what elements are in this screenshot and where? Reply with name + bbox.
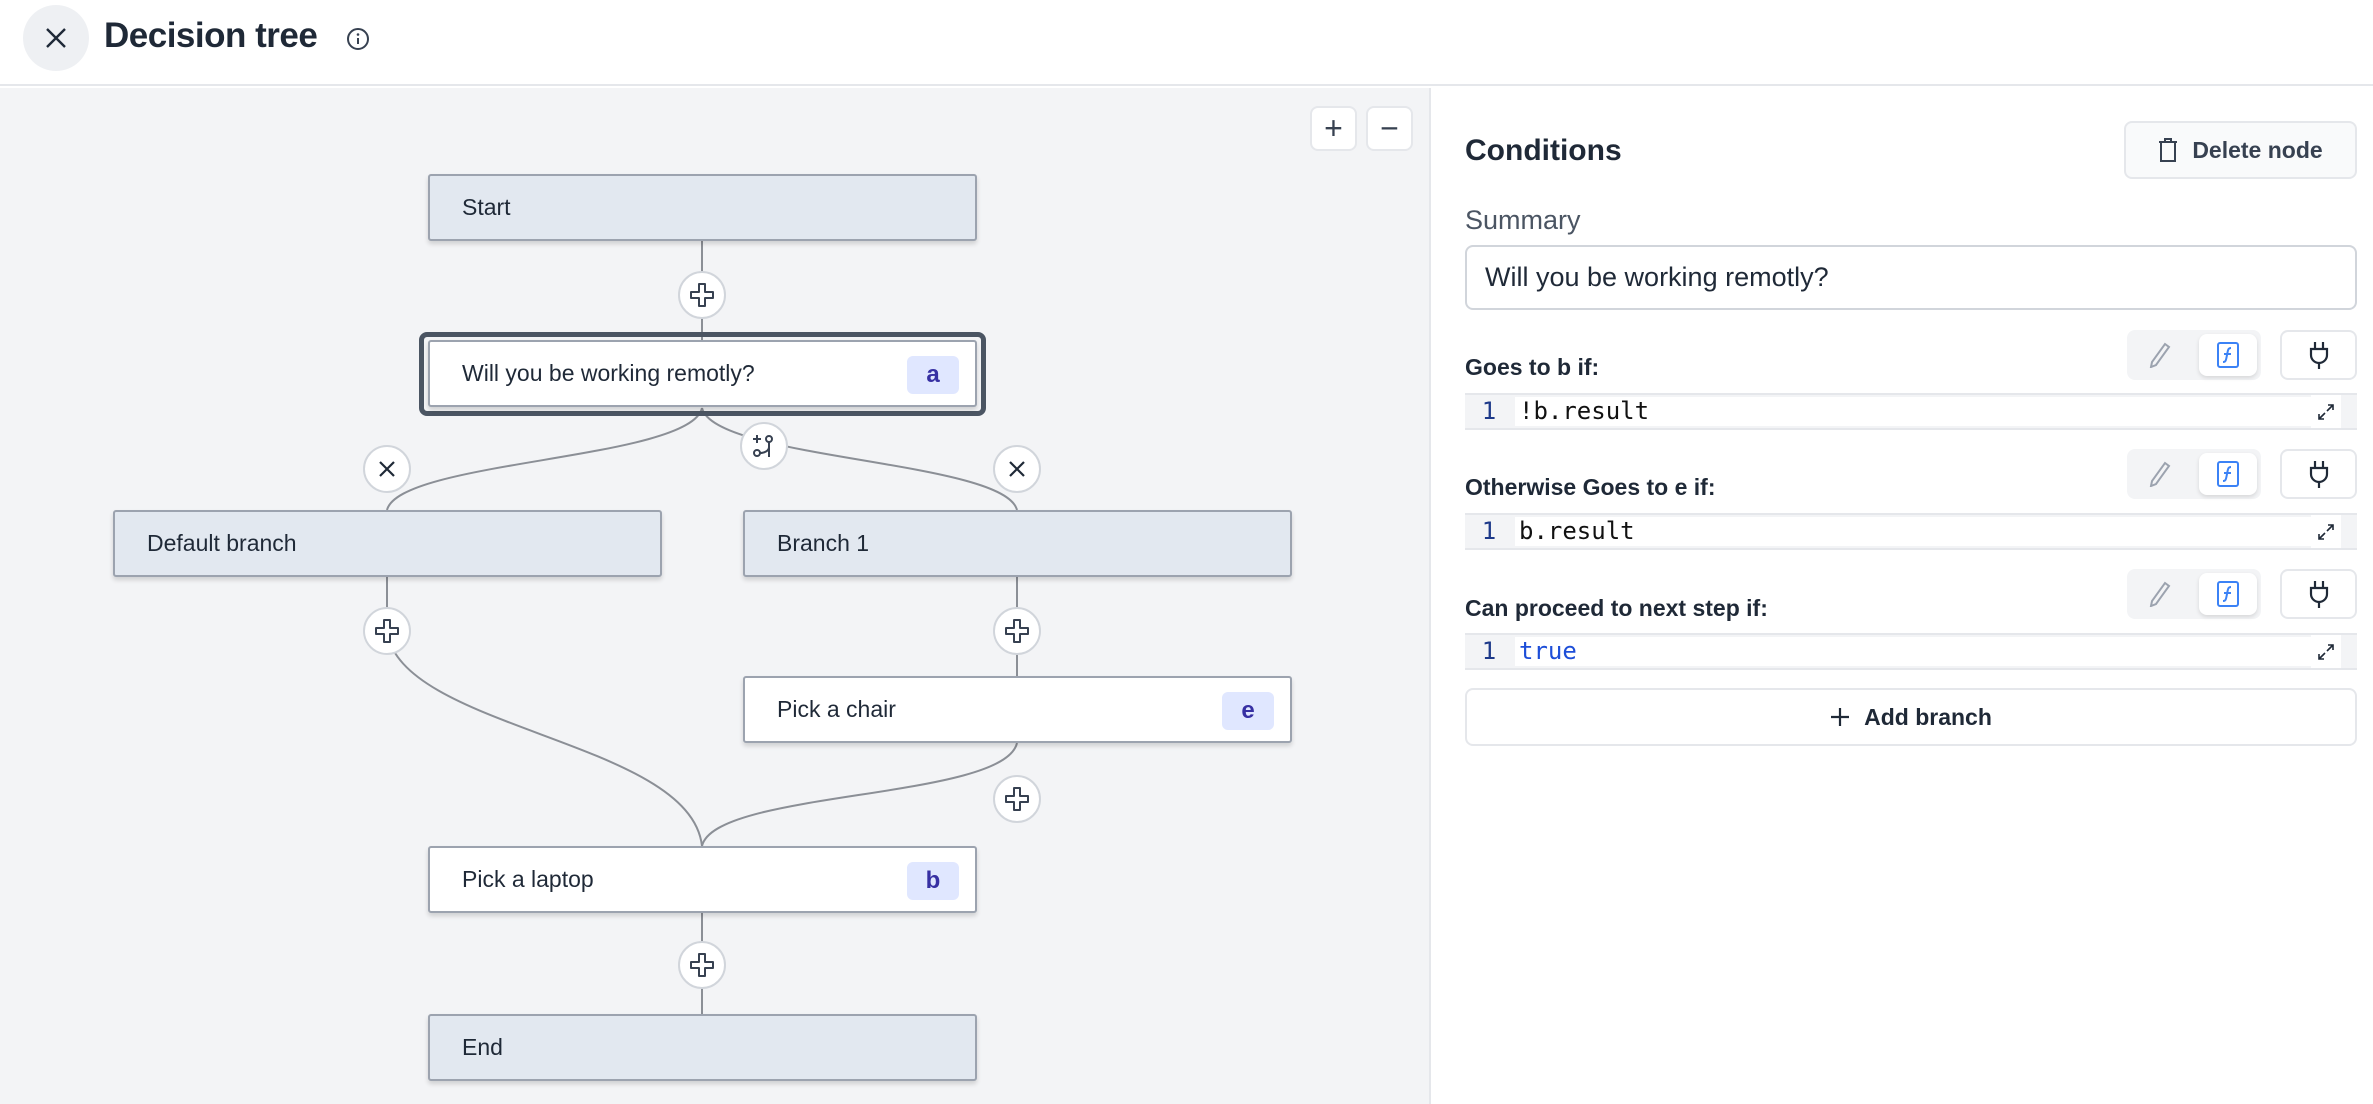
edge <box>386 407 703 511</box>
close-icon <box>1009 461 1025 477</box>
page-title: Decision tree <box>104 16 318 55</box>
edge <box>701 407 1018 511</box>
remove-branch-button[interactable] <box>363 445 411 493</box>
expand-icon <box>2318 403 2334 420</box>
pencil-icon <box>2149 342 2171 368</box>
function-icon <box>2217 581 2239 607</box>
conditions-panel: Conditions Delete node Summary Goes to b… <box>1433 88 2373 1104</box>
add-branch-button[interactable]: Add branch <box>1465 688 2357 746</box>
git-branch-plus-icon <box>753 435 773 457</box>
edit-mode-button[interactable] <box>2131 334 2189 376</box>
header: Decision tree <box>0 0 2373 86</box>
expand-button[interactable] <box>2311 395 2341 428</box>
add-node-button[interactable] <box>678 271 726 319</box>
add-node-button[interactable] <box>993 775 1041 823</box>
close-icon <box>379 461 395 477</box>
remove-branch-button[interactable] <box>993 445 1041 493</box>
condition-label: Can proceed to next step if: <box>1465 595 1768 621</box>
edge <box>701 742 1018 847</box>
condition-label: Otherwise Goes to e if: <box>1465 474 1716 500</box>
summary-input[interactable] <box>1465 245 2357 310</box>
info-icon[interactable] <box>346 27 370 51</box>
plug-button[interactable] <box>2280 449 2357 499</box>
node-badge: a <box>907 356 959 394</box>
node-badge: b <box>907 862 959 900</box>
selected-node-outline <box>419 332 986 416</box>
function-icon <box>2217 461 2239 487</box>
edge <box>386 576 703 847</box>
pencil-icon <box>2149 581 2171 607</box>
expand-button[interactable] <box>2311 515 2341 548</box>
plus-icon <box>1831 708 1850 726</box>
mode-toggle <box>2127 330 2261 380</box>
formula-mode-button[interactable] <box>2199 334 2257 376</box>
formula-mode-button[interactable] <box>2199 573 2257 615</box>
expand-icon <box>2318 643 2334 660</box>
add-branch-button[interactable] <box>740 422 788 470</box>
plug-button[interactable] <box>2280 330 2357 380</box>
edit-mode-button[interactable] <box>2131 453 2189 495</box>
condition-label: Goes to b if: <box>1465 354 1600 380</box>
node-badge: e <box>1222 692 1274 730</box>
formula-mode-button[interactable] <box>2199 453 2257 495</box>
summary-label: Summary <box>1465 205 1581 235</box>
mode-toggle <box>2127 449 2261 499</box>
add-node-button[interactable] <box>363 607 411 655</box>
code-editor[interactable]: 1!b.result <box>1465 393 2357 430</box>
pencil-icon <box>2149 461 2171 487</box>
plug-button[interactable] <box>2280 569 2357 619</box>
plus-outline-icon <box>690 283 714 307</box>
node-default-branch[interactable]: Default branch <box>113 510 662 577</box>
node-end[interactable]: End <box>428 1014 977 1081</box>
zoom-in-button[interactable]: + <box>1310 106 1357 151</box>
node-branch-1[interactable]: Branch 1 <box>743 510 1292 577</box>
flow-canvas[interactable]: + − <box>0 88 1431 1104</box>
close-button[interactable] <box>23 5 89 71</box>
expand-icon <box>2318 523 2334 540</box>
zoom-out-button[interactable]: − <box>1366 106 1413 151</box>
trash-icon <box>2159 138 2178 162</box>
close-icon <box>46 28 66 48</box>
panel-title: Conditions <box>1465 134 1622 167</box>
mode-toggle <box>2127 569 2261 619</box>
edit-mode-button[interactable] <box>2131 573 2189 615</box>
plus-outline-icon <box>375 619 399 643</box>
node-a[interactable]: Will you be working remotly?a <box>428 340 977 407</box>
plus-outline-icon <box>1005 619 1029 643</box>
plug-icon <box>2309 461 2328 488</box>
expand-button[interactable] <box>2311 635 2341 668</box>
plug-icon <box>2309 342 2328 369</box>
function-icon <box>2217 342 2239 368</box>
plus-outline-icon <box>690 953 714 977</box>
add-node-button[interactable] <box>993 607 1041 655</box>
plug-icon <box>2309 581 2328 608</box>
add-node-button[interactable] <box>678 941 726 989</box>
delete-node-button[interactable]: Delete node <box>2124 121 2357 179</box>
node-start[interactable]: Start <box>428 174 977 241</box>
plus-outline-icon <box>1005 787 1029 811</box>
